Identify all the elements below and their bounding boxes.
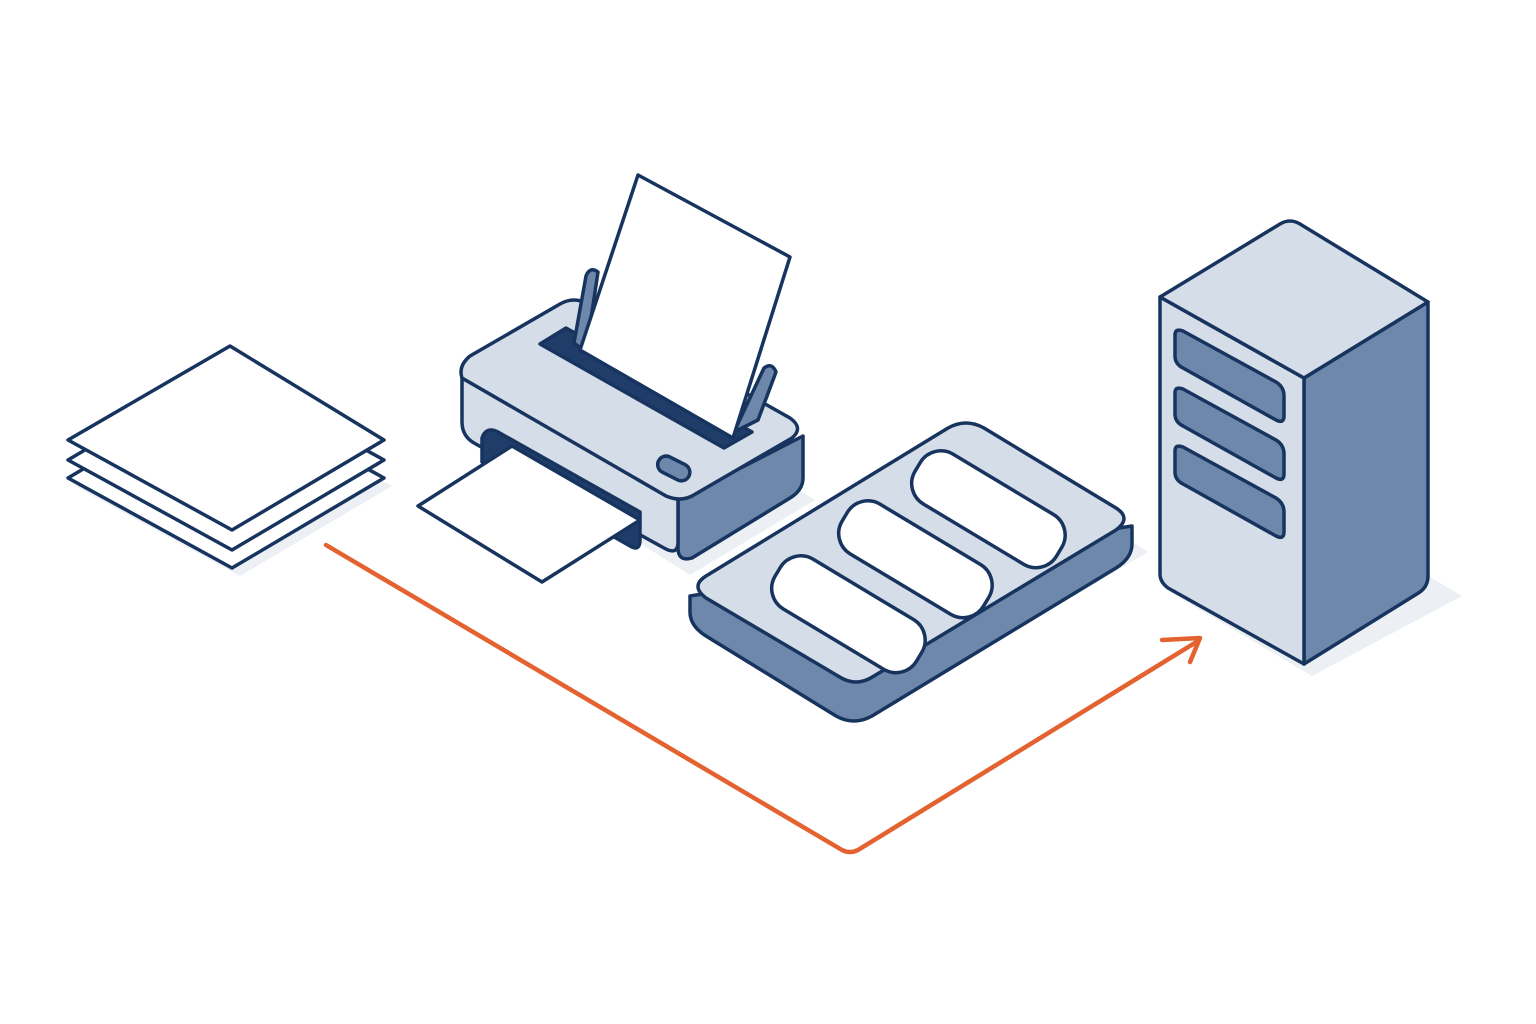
printer-input-paper [578, 173, 792, 440]
flow-arrow [323, 542, 1203, 855]
printer-top-face [459, 298, 800, 501]
server-side-face [1302, 300, 1430, 666]
printer-icon [416, 173, 815, 584]
tray-compartment-1 [769, 554, 927, 675]
server-tower-icon [1158, 219, 1462, 676]
printer-paper-guide-right [732, 364, 778, 434]
printer-side-face [676, 434, 805, 561]
tray-compartment-3 [909, 449, 1067, 570]
segmented-tray-icon [688, 421, 1148, 723]
arrow-head-icon [1159, 635, 1203, 665]
server-drive-bay-2 [1173, 386, 1286, 482]
server-top-face [1158, 219, 1430, 380]
printer-paper-guide-left [572, 268, 600, 354]
server-drive-bay-1 [1173, 328, 1286, 424]
document-stack-icon [66, 344, 392, 576]
document-sheet-top [66, 344, 386, 532]
printer-power-button [655, 454, 692, 483]
tray-compartment-2 [836, 499, 994, 620]
flow-arrow-line [323, 542, 1201, 855]
server-drive-bay-3 [1173, 444, 1286, 540]
printer-output-paper [416, 444, 642, 584]
